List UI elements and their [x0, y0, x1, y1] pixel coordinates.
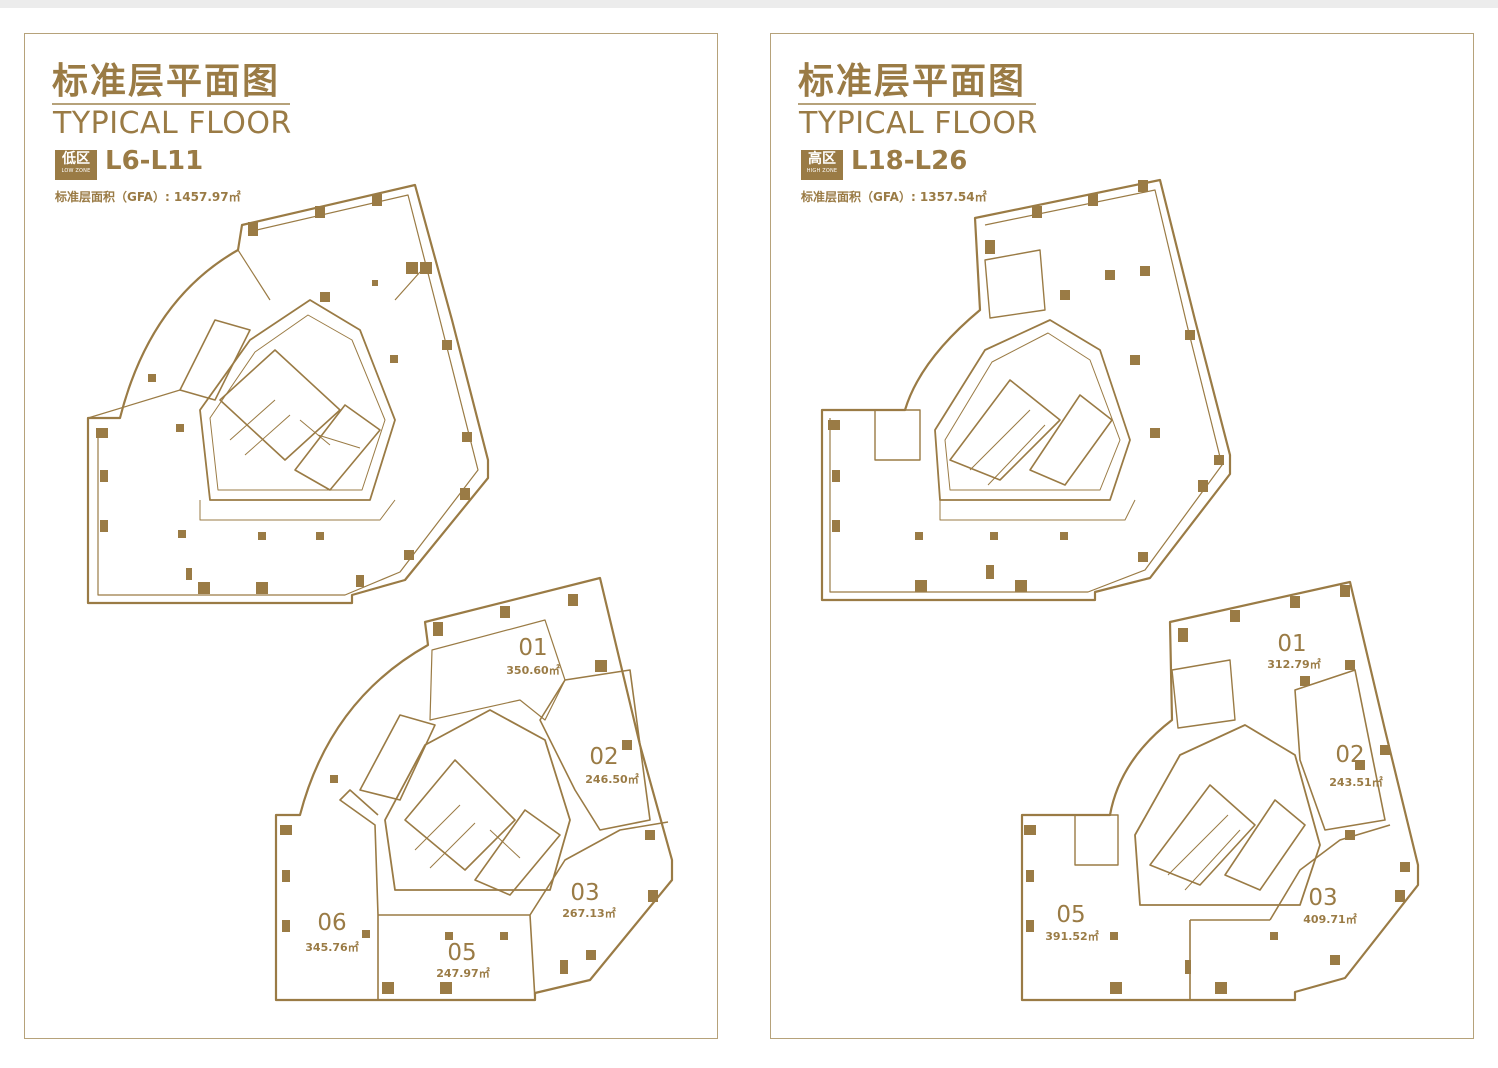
gfa-text: 标准层面积（GFA）: 1457.97㎡ — [55, 190, 241, 204]
level-range: L18-L26 — [851, 146, 968, 176]
title-chinese: 标准层平面图 — [52, 61, 281, 102]
unit-number: 05 — [447, 940, 476, 966]
zone-label-english: LOW ZONE — [61, 168, 91, 174]
zone-label-english: HIGH ZONE — [806, 168, 838, 174]
unit-area: 409.71㎡ — [1303, 912, 1356, 926]
title-divider — [798, 103, 1036, 105]
unit-number: 03 — [1308, 885, 1337, 911]
unit-number: 01 — [1277, 631, 1306, 657]
top-edge — [0, 0, 1498, 8]
title-divider — [52, 103, 290, 105]
title-english: TYPICAL FLOOR — [53, 106, 292, 141]
unit-area: 391.52㎡ — [1045, 929, 1098, 943]
unit-area: 246.50㎡ — [585, 772, 638, 786]
unit-area: 312.79㎡ — [1267, 657, 1320, 671]
unit-number: 05 — [1056, 902, 1085, 928]
unit-area: 247.97㎡ — [436, 966, 489, 980]
right-panel: 标准层平面图 TYPICAL FLOOR 高区 HIGH ZONE L18-L2… — [770, 33, 1474, 1039]
gfa-text: 标准层面积（GFA）: 1357.54㎡ — [801, 190, 987, 204]
unit-area: 243.51㎡ — [1329, 775, 1382, 789]
title-english: TYPICAL FLOOR — [799, 106, 1038, 141]
zone-label-chinese: 高区 — [808, 151, 836, 167]
unit-number: 06 — [317, 910, 346, 936]
zone-badge: 低区 LOW ZONE — [55, 150, 97, 180]
level-range: L6-L11 — [105, 146, 204, 176]
unit-area: 345.76㎡ — [305, 940, 358, 954]
unit-area: 350.60㎡ — [506, 663, 559, 677]
unit-area: 267.13㎡ — [562, 906, 615, 920]
left-panel: 标准层平面图 TYPICAL FLOOR 低区 LOW ZONE L6-L11 … — [24, 33, 718, 1039]
zone-badge: 高区 HIGH ZONE — [801, 150, 843, 180]
title-chinese: 标准层平面图 — [798, 61, 1027, 102]
unit-number: 01 — [518, 635, 547, 661]
unit-number: 03 — [570, 880, 599, 906]
unit-number: 02 — [1335, 742, 1364, 768]
zone-label-chinese: 低区 — [62, 151, 90, 167]
unit-number: 02 — [589, 744, 618, 770]
